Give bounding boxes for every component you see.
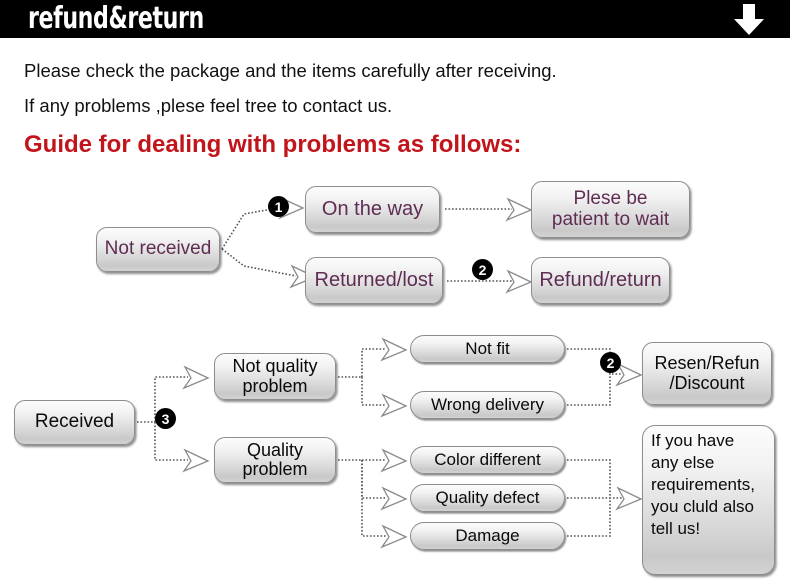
intro-line-2: If any problems ,plese feel tree to cont… — [24, 95, 393, 116]
box-returned-lost[interactable]: Returned/lost — [305, 257, 443, 304]
page-title: refund&return — [28, 1, 204, 36]
box-quality-defect[interactable]: Quality defect — [410, 484, 565, 512]
box-color-different[interactable]: Color different — [410, 446, 565, 474]
box-not-quality-problem[interactable]: Not quality problem — [214, 353, 336, 400]
box-wrong-delivery[interactable]: Wrong delivery — [410, 391, 565, 419]
guide-heading: Guide for dealing with problems as follo… — [24, 131, 522, 158]
box-extra-requirements-note[interactable]: If you have any else requirements, you c… — [642, 425, 775, 575]
page-header: refund&return — [0, 0, 790, 38]
step-badge-2-bottom: 2 — [600, 352, 621, 373]
note-line-3: requirements, — [651, 475, 755, 495]
box-not-quality-problem-line-1: Not quality — [232, 356, 318, 377]
box-damage[interactable]: Damage — [410, 522, 565, 550]
note-line-2: any else — [651, 453, 715, 473]
note-line-1: If you have — [651, 431, 735, 450]
box-received[interactable]: Received — [14, 400, 135, 445]
step-badge-1: 1 — [268, 196, 289, 217]
box-resend-refund-discount-line-2: /Discount — [669, 372, 745, 393]
note-line-4: you cluld also — [651, 497, 755, 517]
step-badge-3: 3 — [155, 408, 176, 429]
box-not-quality-problem-line-2: problem — [242, 375, 308, 396]
box-quality-problem[interactable]: Quality problem — [214, 437, 336, 483]
intro-line-1: Please check the package and the items c… — [24, 60, 557, 81]
box-resend-refund-discount[interactable]: Resen/Refun /Discount — [642, 342, 772, 405]
box-please-be-patient-line-1: Plese be — [573, 187, 648, 209]
box-resend-refund-discount-line-1: Resen/Refun — [654, 353, 760, 374]
box-not-fit[interactable]: Not fit — [410, 335, 565, 363]
note-line-5: tell us! — [651, 519, 701, 539]
box-please-be-patient[interactable]: Plese be patient to wait — [531, 181, 690, 238]
box-on-the-way[interactable]: On the way — [305, 186, 440, 233]
box-refund-return[interactable]: Refund/return — [531, 257, 670, 304]
step-badge-2-top: 2 — [472, 259, 493, 280]
box-please-be-patient-line-2: patient to wait — [551, 208, 670, 230]
down-arrow-icon — [734, 4, 764, 35]
box-quality-problem-line-2: problem — [242, 459, 308, 479]
box-quality-problem-line-1: Quality — [246, 439, 304, 460]
box-not-received[interactable]: Not received — [96, 227, 220, 272]
